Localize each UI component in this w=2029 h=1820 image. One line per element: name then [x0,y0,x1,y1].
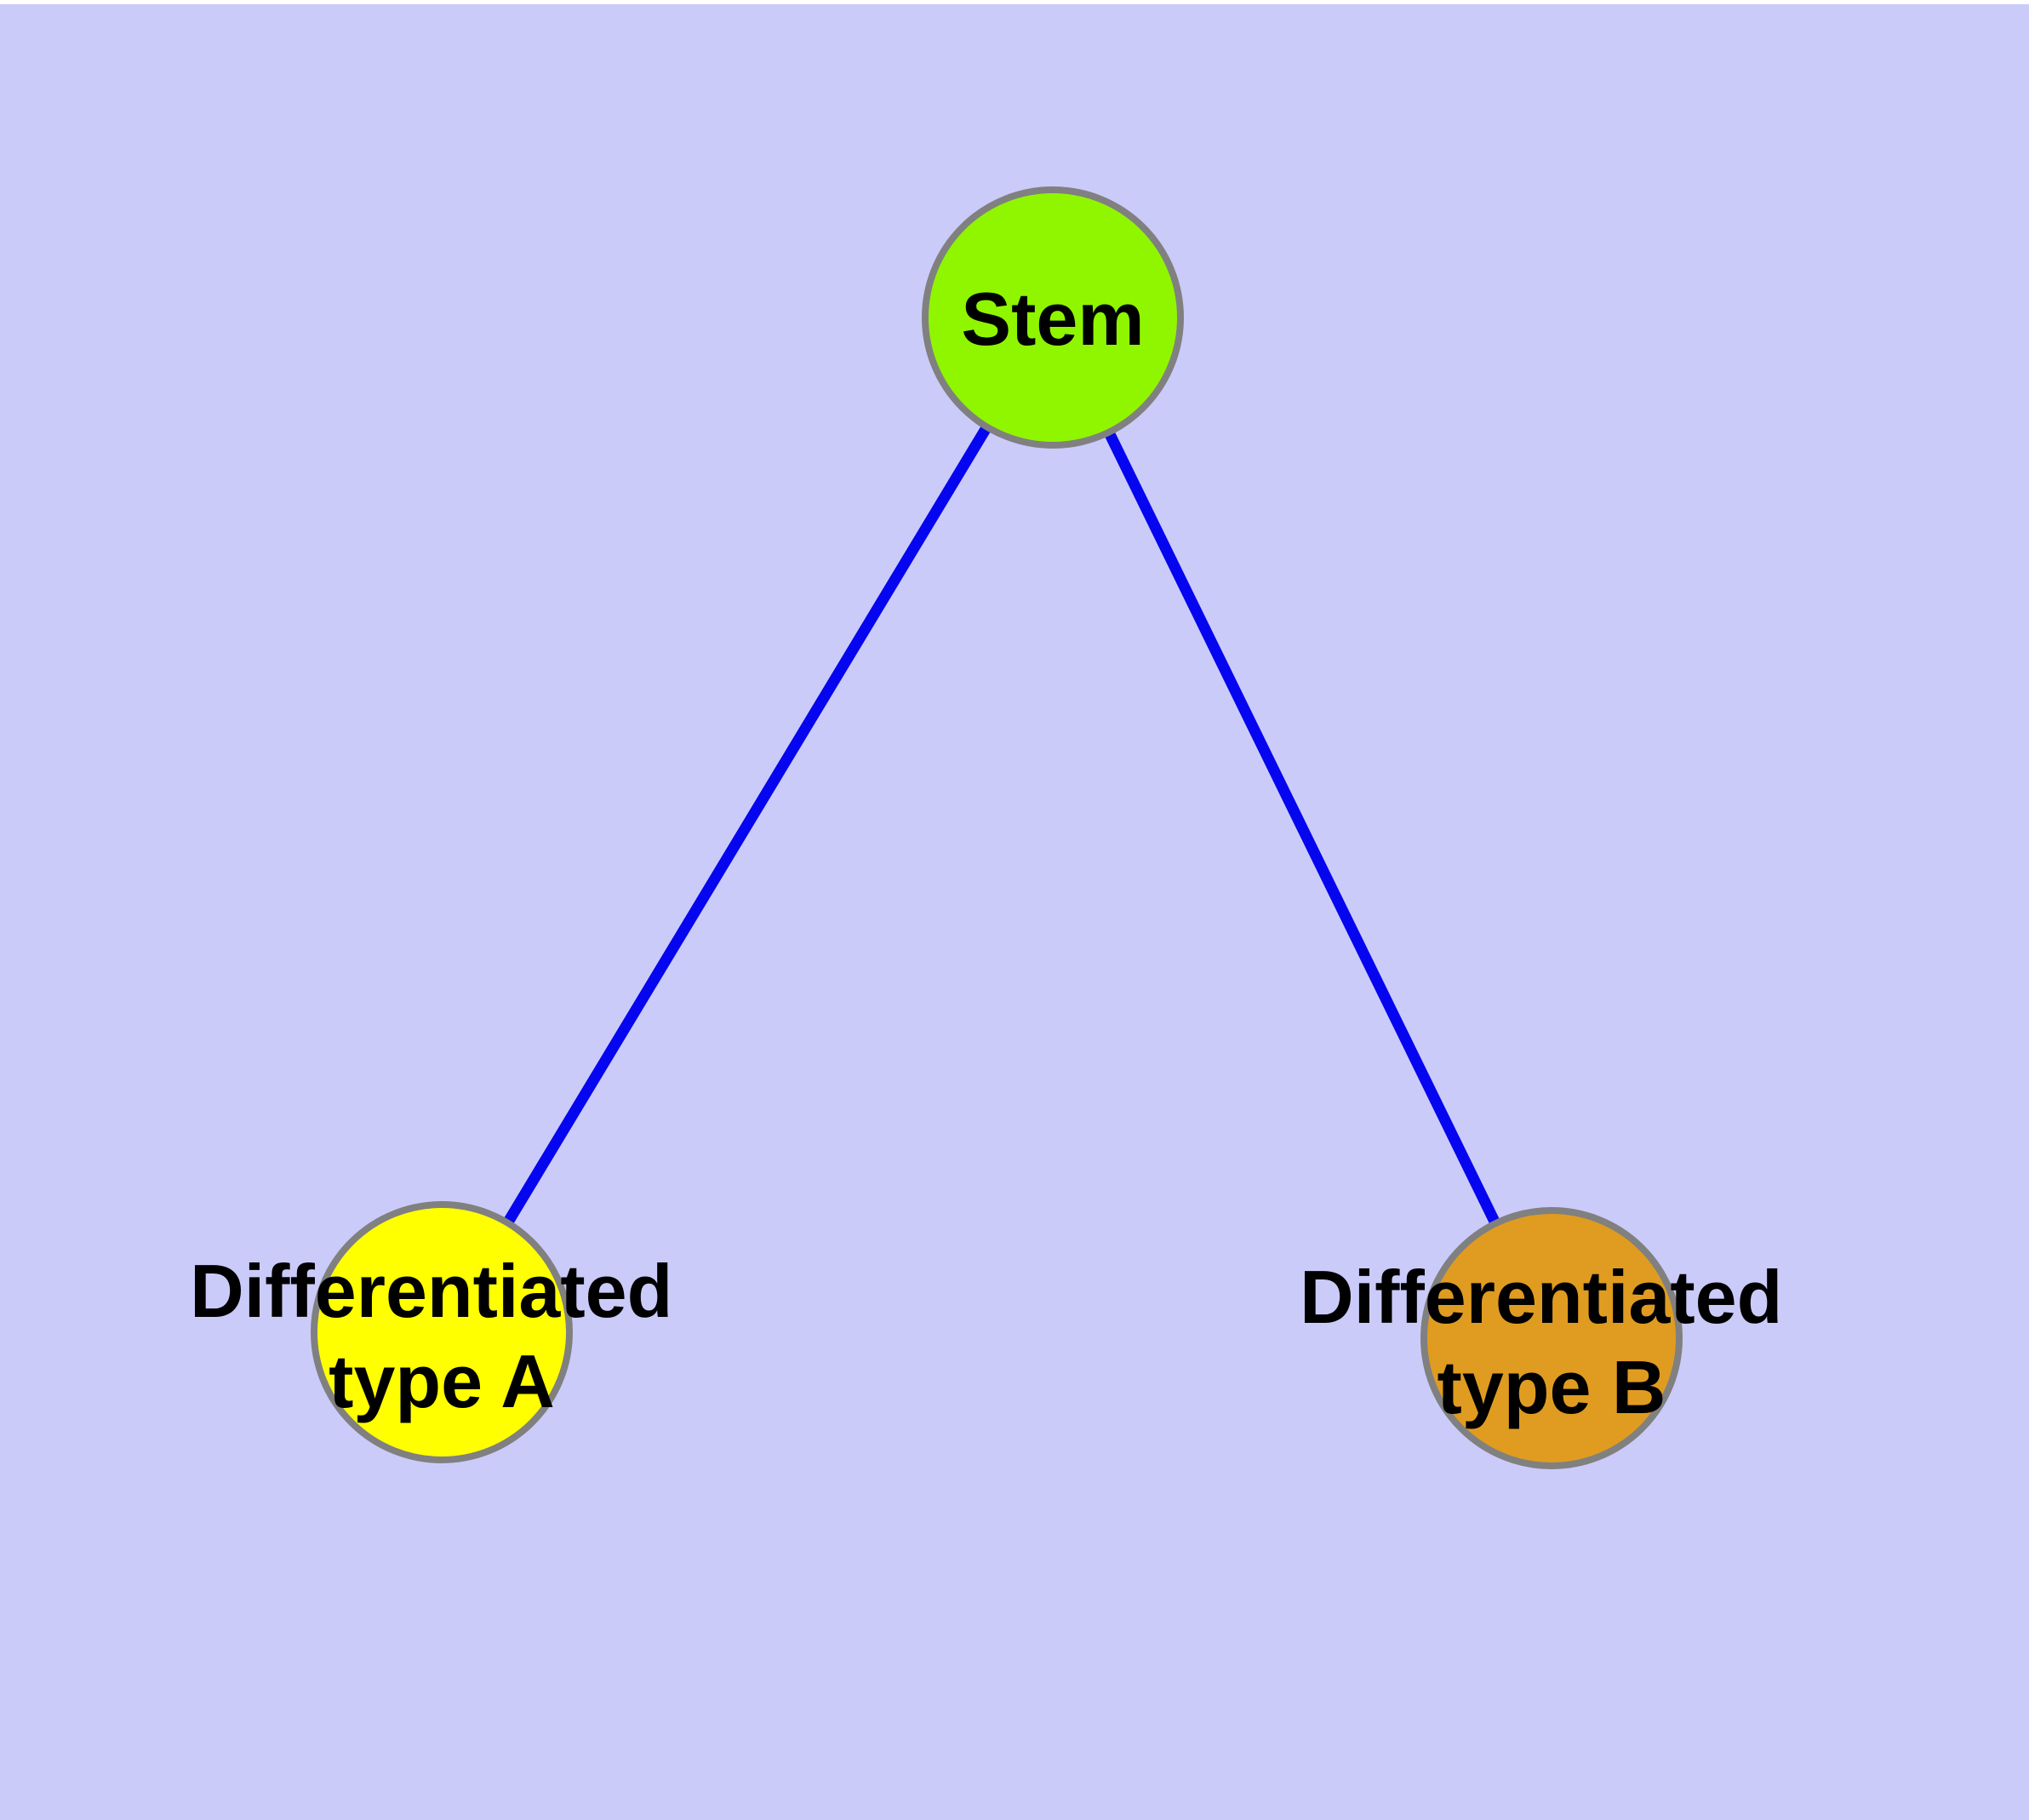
type-a-node [311,1201,573,1463]
type-a-node-label-line-2: type A [329,1339,555,1423]
type-b-node [1420,1207,1683,1469]
edge-stem-to-type-a [437,314,1058,1336]
type-a-node-label-line-1: Differentiated [190,1249,672,1333]
stem-node-label: Stem [961,277,1144,361]
edge-stem-to-type-b [1048,315,1557,1341]
type-b-node-label-line-2: type B [1437,1345,1666,1429]
type-b-node-label: Differentiated type B [1300,1255,1803,1429]
type-a-node-label: Differentiated type A [190,1249,694,1423]
type-b-node-label-line-1: Differentiated [1300,1255,1782,1339]
stem-node [922,186,1184,449]
